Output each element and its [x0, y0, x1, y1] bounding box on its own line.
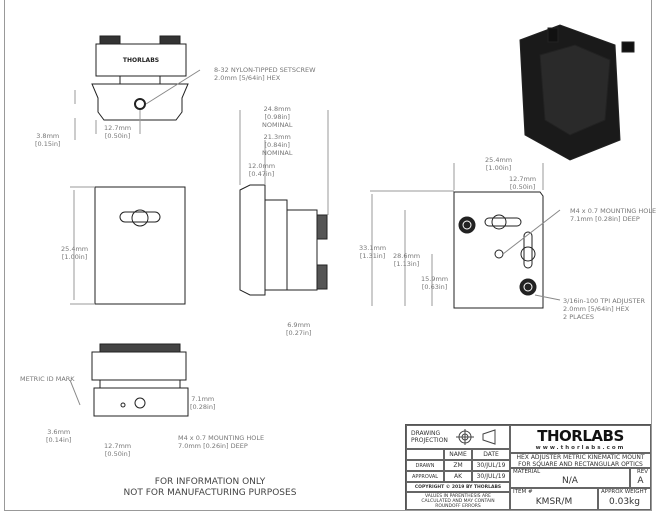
dim-rear-15-9: 15.9mm[0.63in] [421, 275, 449, 291]
website: www.thorlabs.com [535, 445, 626, 451]
metric-id-label: METRIC ID MARK [20, 375, 75, 383]
item-label: ITEM # [513, 489, 533, 495]
approval-label: APPROVAL [406, 471, 444, 482]
part-description: HEX ADJUSTER METRIC KINEMATIC MOUNT FOR … [510, 453, 651, 468]
projection-label: DRAWING PROJECTION [411, 430, 448, 444]
drawn-label: DRAWN [406, 460, 444, 471]
weight-value: 0.03kg [609, 497, 640, 507]
values-note: VALUES IN PARENTHESIS ARE CALCULATED AND… [406, 492, 510, 510]
rev-label: REV [636, 469, 648, 475]
engraving-text: THORLABS [123, 57, 159, 64]
drawing-sheet [4, 0, 652, 511]
weight-label: APPROX WEIGHT [601, 489, 648, 495]
thorlabs-logo: THORLABS [537, 427, 624, 445]
isometric-view [519, 24, 635, 161]
dim-top-height: 3.8mm[0.15in] [35, 132, 61, 148]
date-header: DATE [472, 449, 510, 460]
dim-bottom-12-7: 12.7mm[0.50in] [104, 442, 132, 458]
dim-side-24-8: 24.8mm[0.98in]NOMINAL [262, 105, 293, 129]
projection-cell: DRAWING PROJECTION [406, 425, 510, 449]
dim-front-height: 25.4mm[1.00in] [61, 245, 89, 261]
side-view [239, 110, 329, 296]
material-value: N/A [562, 475, 578, 486]
dim-side-6-9: 6.9mm[0.27in] [286, 321, 312, 337]
dim-bottom-7-1: 7.1mm[0.28in] [190, 395, 216, 411]
material-cell: MATERIAL N/A [510, 468, 630, 488]
dim-side-12-0: 12.0mm[0.47in] [248, 162, 276, 178]
dim-rear-28-6: 28.6mm[1.13in] [393, 252, 421, 268]
drawn-date: 30/JUL/19 [472, 460, 510, 471]
material-label: MATERIAL [513, 469, 541, 475]
drawn-name: ZM [444, 460, 472, 471]
dim-rear-33-1: 33.1mm[1.31in] [359, 244, 387, 260]
weight-cell: APPROX WEIGHT 0.03kg [598, 488, 651, 510]
logo-cell: THORLABS www.thorlabs.com [510, 425, 651, 453]
approval-date: 30/JUL/19 [472, 471, 510, 482]
item-cell: ITEM # KMSR/M [510, 488, 598, 510]
dim-top-width: 12.7mm[0.50in] [104, 124, 132, 140]
projection-symbol-icon [456, 429, 496, 445]
dim-rear-offset: 12.7mm[0.50in] [509, 175, 537, 191]
bottom-view [69, 343, 189, 417]
rear-view [370, 163, 561, 309]
title-block: DRAWING PROJECTION NAME DATE DRAWN ZM 30… [405, 424, 651, 510]
approval-name: AK [444, 471, 472, 482]
rev-cell: REV A [630, 468, 651, 488]
dim-bottom-3-6: 3.6mm[0.14in] [46, 428, 72, 444]
name-header: NAME [444, 449, 472, 460]
item-value: KMSR/M [535, 497, 573, 507]
dim-rear-width: 25.4mm[1.00in] [485, 156, 513, 172]
dim-side-21-3: 21.3mm[0.84in]NOMINAL [262, 133, 293, 157]
copyright: COPYRIGHT © 2019 BY THORLABS [406, 482, 510, 492]
front-view [70, 186, 186, 305]
rev-value: A [637, 475, 644, 486]
